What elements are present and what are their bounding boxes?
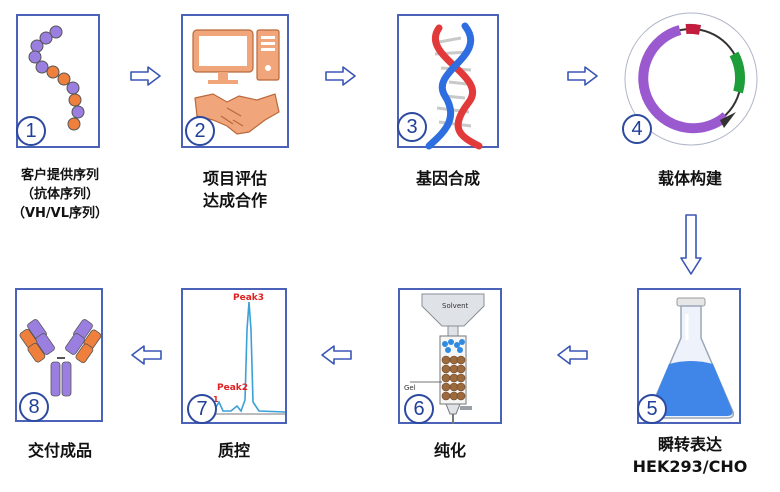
arrow-right-icon bbox=[567, 66, 598, 86]
step-8-card: 8 bbox=[15, 288, 103, 422]
step-number-badge: 2 bbox=[185, 116, 215, 146]
arrow-right-icon bbox=[325, 66, 356, 86]
step-number-badge: 1 bbox=[16, 116, 46, 146]
step-5-card: 5 bbox=[637, 288, 741, 424]
arrow-right-icon bbox=[130, 66, 161, 86]
step-3-card: 3 bbox=[397, 14, 499, 150]
step-2-card: 2 bbox=[181, 14, 289, 148]
arrow-left-icon bbox=[131, 345, 162, 365]
step-6-card: Solvent Gel 6 bbox=[398, 288, 502, 424]
peak-small-label: 1 bbox=[213, 395, 219, 404]
solvent-label: Solvent bbox=[442, 302, 469, 310]
step-number-badge: 5 bbox=[637, 394, 667, 424]
step-1-card: 1 bbox=[16, 14, 100, 148]
peak-minor-label: Peak2 bbox=[217, 383, 248, 393]
flask-icon bbox=[647, 297, 735, 419]
arrow-left-icon bbox=[321, 345, 352, 365]
step-8-caption: 交付成品 bbox=[27, 441, 92, 460]
step-number-badge: 8 bbox=[19, 392, 49, 422]
peak-main-label: Peak3 bbox=[233, 293, 264, 303]
gel-label: Gel bbox=[404, 384, 416, 392]
step-number-badge: 6 bbox=[404, 394, 434, 424]
step-4-caption: 载体构建 bbox=[657, 169, 722, 188]
step-1-caption: 客户提供序列 （抗体序列） （VH/VL序列） bbox=[11, 168, 109, 221]
step-3-caption: 基因合成 bbox=[415, 169, 480, 188]
peptide-chain-icon bbox=[28, 25, 85, 131]
step-4-card: 4 bbox=[620, 8, 760, 148]
step-6-caption: 纯化 bbox=[433, 441, 466, 460]
step-5-caption: 瞬转表达 HEK293/CHO bbox=[632, 435, 748, 476]
computer-icon bbox=[192, 29, 280, 84]
step-number-badge: 7 bbox=[187, 394, 217, 424]
step-number-badge: 3 bbox=[397, 112, 427, 142]
step-7-card: Peak3 Peak2 1 7 bbox=[181, 288, 287, 424]
chromatography-column-icon: Solvent Gel bbox=[404, 293, 485, 424]
arrow-left-icon bbox=[557, 345, 588, 365]
dna-helix-icon bbox=[425, 22, 483, 150]
antibody-icon bbox=[19, 319, 102, 397]
step-7-caption: 质控 bbox=[217, 441, 250, 460]
handshake-icon bbox=[194, 93, 280, 135]
step-2-caption: 项目评估 达成合作 bbox=[202, 169, 267, 210]
plasmid-icon bbox=[624, 12, 758, 146]
arrow-down-icon bbox=[680, 214, 702, 275]
step-number-badge: 4 bbox=[622, 114, 652, 144]
